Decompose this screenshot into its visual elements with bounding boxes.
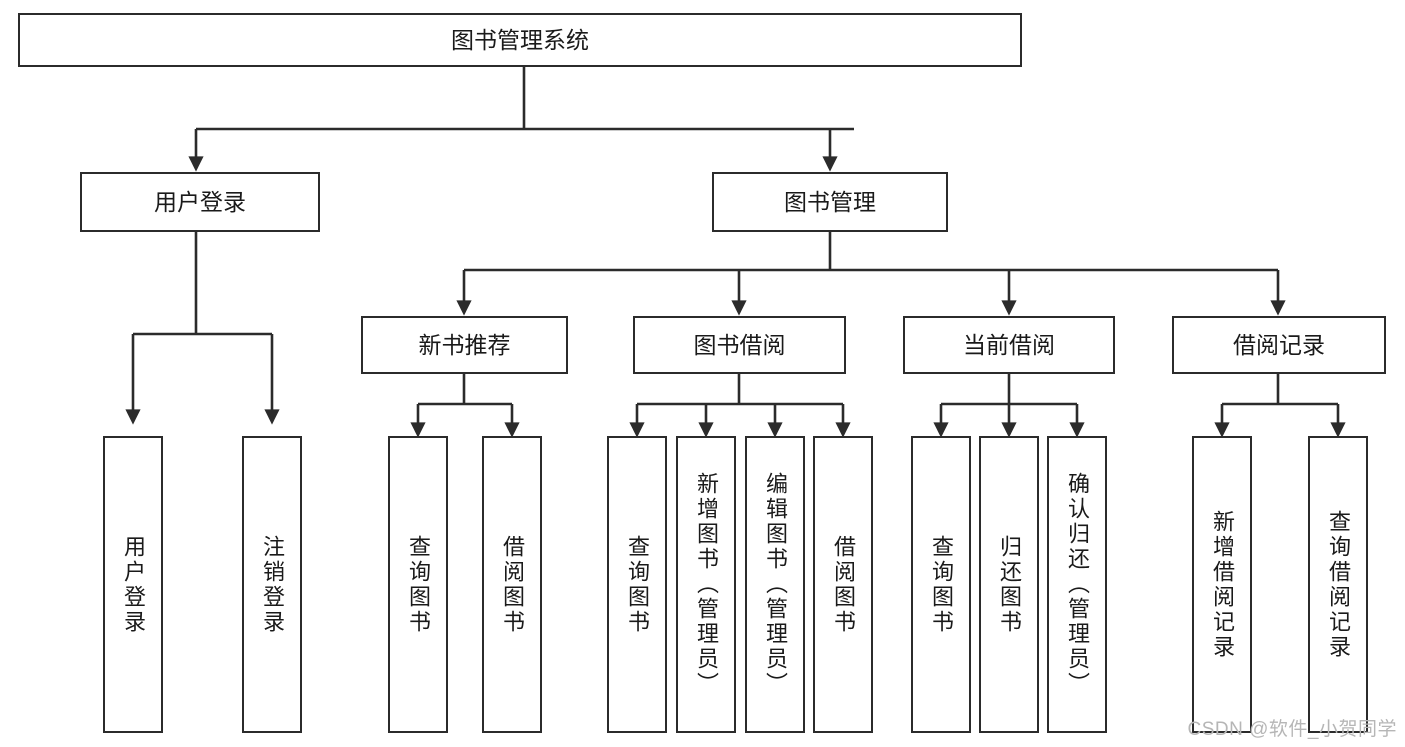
leaf-book-borrow-3-label: 编辑图书（管理员） <box>763 472 788 697</box>
node-current-borrow[interactable]: 当前借阅 <box>903 316 1115 374</box>
node-new-book-recommend[interactable]: 新书推荐 <box>361 316 568 374</box>
leaf-user-login-2[interactable]: 注销登录 <box>242 436 302 733</box>
node-new-book-recommend-label: 新书推荐 <box>418 331 511 358</box>
node-user-login-label: 用户登录 <box>154 188 246 215</box>
leaf-borrow-record-2[interactable]: 查询借阅记录 <box>1308 436 1368 733</box>
node-current-borrow-label: 当前借阅 <box>963 331 1055 358</box>
leaf-book-borrow-3[interactable]: 编辑图书（管理员） <box>745 436 805 733</box>
node-root[interactable]: 图书管理系统 <box>18 13 1022 67</box>
leaf-borrow-record-1[interactable]: 新增借阅记录 <box>1192 436 1252 733</box>
leaf-user-login-2-label: 注销登录 <box>260 534 285 635</box>
leaf-current-borrow-2-label: 归还图书 <box>997 534 1022 635</box>
node-borrow-record[interactable]: 借阅记录 <box>1172 316 1386 374</box>
node-book-borrow[interactable]: 图书借阅 <box>633 316 846 374</box>
leaf-book-borrow-2-label: 新增图书（管理员） <box>694 472 719 697</box>
leaf-recommend-2[interactable]: 借阅图书 <box>482 436 542 733</box>
leaf-book-borrow-4-label: 借阅图书 <box>831 534 856 635</box>
leaf-current-borrow-3[interactable]: 确认归还（管理员） <box>1047 436 1107 733</box>
csdn-watermark: CSDN @软件_小贺同学 <box>1187 719 1397 740</box>
node-borrow-record-label: 借阅记录 <box>1233 331 1325 358</box>
leaf-recommend-2-label: 借阅图书 <box>500 534 525 635</box>
node-root-label: 图书管理系统 <box>451 26 589 53</box>
leaf-borrow-record-2-label: 查询借阅记录 <box>1326 509 1351 660</box>
leaf-book-borrow-1-label: 查询图书 <box>625 534 650 635</box>
node-user-login[interactable]: 用户登录 <box>80 172 320 232</box>
node-book-manage-label: 图书管理 <box>784 188 876 215</box>
leaf-book-borrow-1[interactable]: 查询图书 <box>607 436 667 733</box>
leaf-book-borrow-4[interactable]: 借阅图书 <box>813 436 873 733</box>
leaf-current-borrow-3-label: 确认归还（管理员） <box>1065 472 1090 697</box>
leaf-recommend-1-label: 查询图书 <box>406 534 431 635</box>
leaf-recommend-1[interactable]: 查询图书 <box>388 436 448 733</box>
leaf-current-borrow-2[interactable]: 归还图书 <box>979 436 1039 733</box>
leaf-user-login-1-label: 用户登录 <box>121 534 146 635</box>
leaf-book-borrow-2[interactable]: 新增图书（管理员） <box>676 436 736 733</box>
leaf-borrow-record-1-label: 新增借阅记录 <box>1210 509 1235 660</box>
leaf-current-borrow-1[interactable]: 查询图书 <box>911 436 971 733</box>
leaf-current-borrow-1-label: 查询图书 <box>929 534 954 635</box>
leaf-user-login-1[interactable]: 用户登录 <box>103 436 163 733</box>
node-book-borrow-label: 图书借阅 <box>693 331 786 358</box>
node-book-manage[interactable]: 图书管理 <box>712 172 948 232</box>
